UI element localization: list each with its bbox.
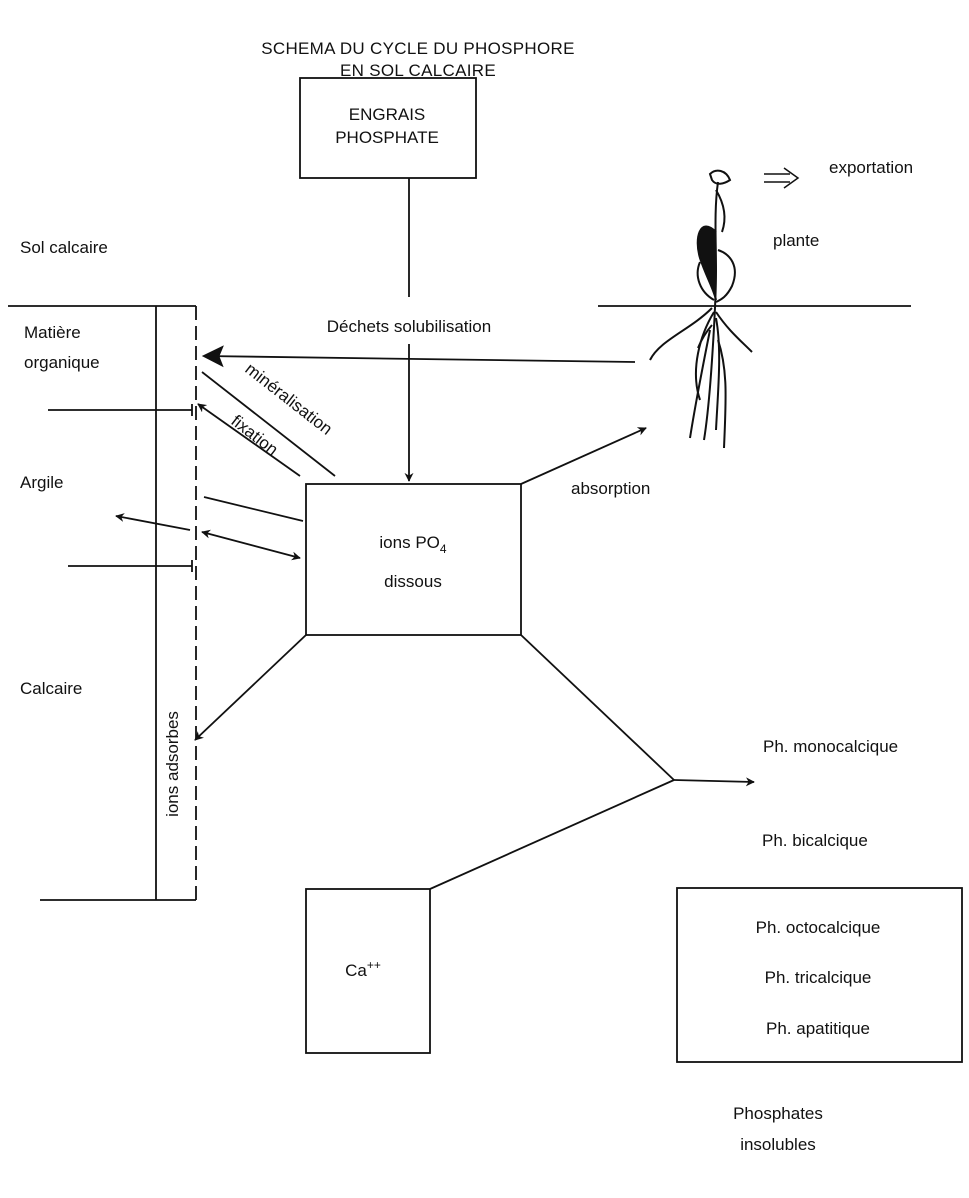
ions-to-precipitation-line bbox=[521, 635, 674, 780]
calcaire-adsorption-arrow bbox=[195, 635, 306, 740]
argile-label: Argile bbox=[20, 473, 63, 492]
calcium-label: Ca++ bbox=[345, 958, 381, 980]
ca-to-precipitation-line bbox=[430, 780, 674, 889]
engrais-label-2: PHOSPHATE bbox=[335, 128, 439, 147]
ph-tricalcique-label: Ph. tricalcique bbox=[765, 968, 872, 987]
exportation-arrow bbox=[764, 168, 798, 188]
absorption-label: absorption bbox=[571, 479, 650, 498]
dechets-label: Déchets solubilisation bbox=[327, 317, 491, 336]
argile-to-ions-line bbox=[204, 497, 303, 521]
ph-monocalcique-label: Ph. monocalcique bbox=[763, 737, 898, 756]
leaching-arrow bbox=[116, 516, 190, 530]
fixation-label: fixation bbox=[228, 411, 282, 459]
sol-calcaire-label: Sol calcaire bbox=[20, 238, 108, 257]
ph-apatitique-label: Ph. apatitique bbox=[766, 1019, 870, 1038]
ions-dissous-label: dissous bbox=[384, 572, 442, 591]
ions-po4-box bbox=[306, 484, 521, 635]
exportation-label: exportation bbox=[829, 158, 913, 177]
ph-bicalcique-label: Ph. bicalcique bbox=[762, 831, 868, 850]
title-line-1: SCHEMA DU CYCLE DU PHOSPHORE bbox=[261, 39, 575, 58]
ph-octocalcique-label: Ph. octocalcique bbox=[756, 918, 881, 937]
matiere-label-2: organique bbox=[24, 353, 100, 372]
calcaire-label: Calcaire bbox=[20, 679, 82, 698]
calcium-text: Ca bbox=[345, 961, 367, 980]
engrais-label-1: ENGRAIS bbox=[349, 105, 426, 124]
plant-residue-arrow bbox=[204, 356, 635, 362]
phosphates-insolubles-label-1: Phosphates bbox=[733, 1104, 823, 1123]
ions-adsorbes-label: ions adsorbes bbox=[163, 711, 182, 817]
plante-label: plante bbox=[773, 231, 819, 250]
precipitation-arrow bbox=[674, 780, 754, 782]
ions-po4-subscript: 4 bbox=[440, 542, 447, 556]
ions-po4-text: ions PO bbox=[379, 533, 439, 552]
matiere-label-1: Matière bbox=[24, 323, 81, 342]
plant-drawing bbox=[650, 171, 752, 448]
ions-po4-label: ions PO4 bbox=[379, 533, 446, 556]
absorption-arrow bbox=[521, 428, 646, 484]
argile-exchange-arrow bbox=[202, 532, 300, 558]
phosphates-insolubles-label-2: insolubles bbox=[740, 1135, 816, 1154]
calcium-superscript: ++ bbox=[367, 958, 381, 972]
